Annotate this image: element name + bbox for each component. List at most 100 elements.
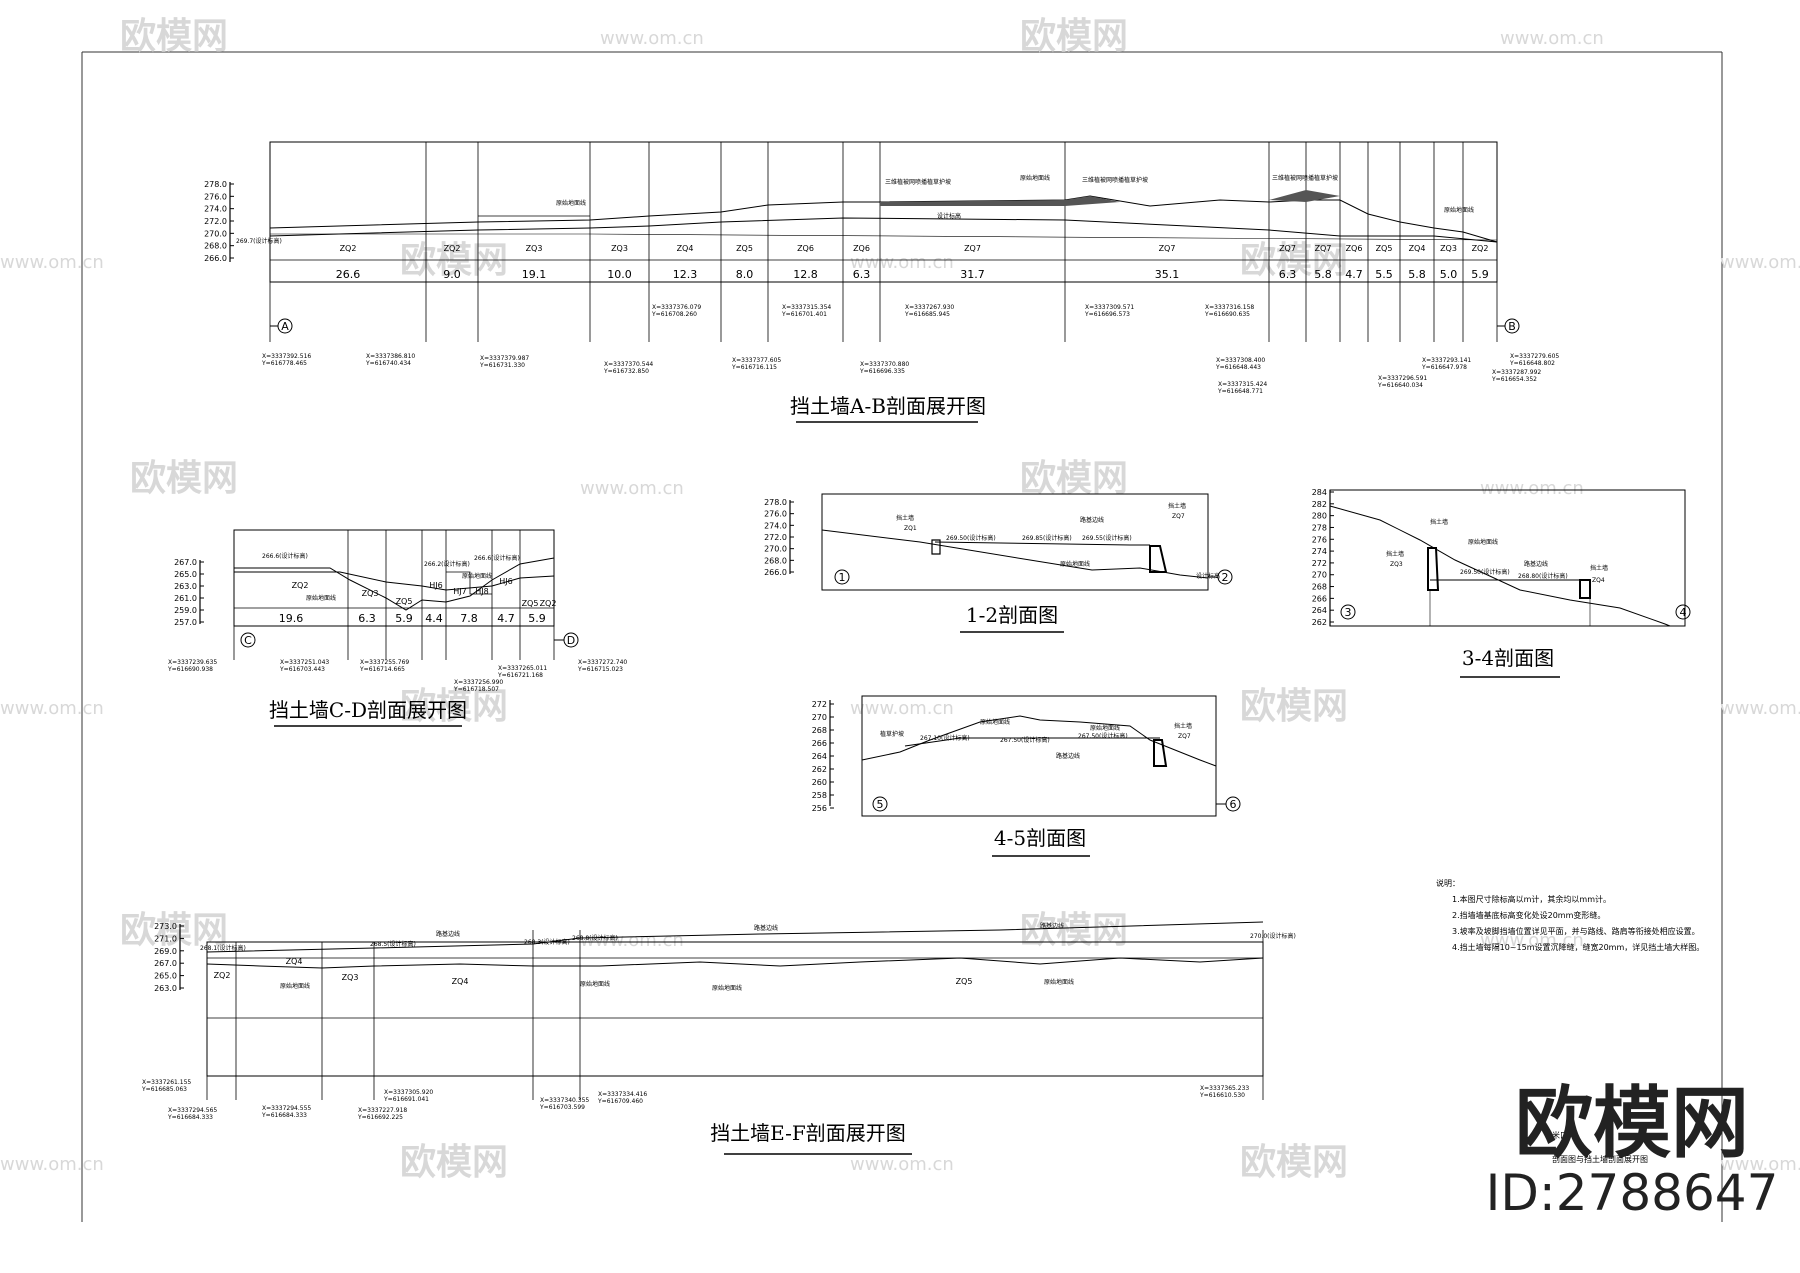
section-ab-left-elevation: 269.7(设计标高) [236,237,282,245]
y-tick-label: 284 [1312,488,1327,497]
annotation: 挡土墙 [1590,564,1608,572]
y-tick-label: 272.0 [764,533,787,542]
wall-code: ZQ4 [286,957,303,966]
annotation: ZQ1 [904,525,917,532]
watermark-url: www.om.cn [850,698,954,719]
annotation: 原始地面线 [1020,174,1050,182]
section-45-start-marker: 5 [877,798,884,811]
segment-length: 6.3 [853,268,871,281]
wall-code: ZQ5 [396,597,413,606]
wall-code: ZQ5 [1376,244,1393,253]
y-tick-label: 256 [812,804,827,813]
y-tick-label: 261.0 [174,594,197,603]
wall-code: HJ6 [429,581,442,590]
title-block: 米口 剖面图与挡土墙剖面展开图 [1552,1130,1648,1164]
annotation: 植草护坡 [880,730,904,738]
section-34-annotations: 挡土墙原始地面线挡土墙ZQ3269.50(设计标高)路基边线268.80(设计标… [1386,518,1608,584]
watermark-url: www.om.cn [850,1154,954,1175]
section-45-title: 4-5剖面图 [994,826,1086,850]
annotation: 原始地面线 [462,572,492,580]
section-12-annotations: 挡土墙ZQ1269.50(设计标高)269.85(设计标高)269.55(设计标… [896,502,1220,580]
watermark-url: www.om.cn [580,930,684,951]
y-tick-label: 270 [812,713,827,722]
y-tick-label: 266.0 [204,254,227,263]
annotation: 三维植被网喷播植草护坡 [885,178,951,186]
segment-length: 31.7 [960,268,985,281]
annotation: 挡土墙 [1386,550,1404,558]
watermark-brand: 欧模网 [400,686,508,727]
wall-code: ZQ2 [540,599,557,608]
annotation: 路基边线 [1040,922,1064,930]
watermark-brand: 欧模网 [1020,910,1128,951]
y-tick-label: 262 [1312,618,1327,627]
segment-length: 4.7 [497,612,515,625]
watermark-url: www.om.cn [1480,930,1584,951]
watermark-url: www.om.cn [1480,478,1584,499]
wall-code: ZQ6 [853,244,870,253]
annotation: 269.50(设计标高) [946,534,996,542]
y-tick-label: 262 [812,765,827,774]
y-tick-label: 257.0 [174,618,197,627]
wall-code: ZQ3 [342,973,359,982]
section-cd-start-marker: C [244,634,252,647]
segment-length: 19.1 [522,268,547,281]
y-tick-label: 278 [1312,523,1327,532]
annotation: 路基边线 [1524,560,1548,568]
annotation: 270.0(设计标高) [1250,932,1296,940]
title-block-line2: 剖面图与挡土墙剖面展开图 [1552,1154,1648,1164]
watermark-brand: 欧模网 [130,458,238,499]
annotation: 原始地面线 [1060,560,1090,568]
segment-length: 6.3 [358,612,376,625]
wall-code: ZQ4 [677,244,694,253]
y-tick-label: 269.0 [154,947,177,956]
section-34-start-marker: 3 [1345,606,1352,619]
segment-length: 5.9 [528,612,546,625]
wall-code: ZQ5 [736,244,753,253]
y-tick-label: 276 [1312,535,1327,544]
y-tick-label: 265.0 [154,972,177,981]
y-tick-label: 278.0 [204,180,227,189]
wall-code: ZQ3 [611,244,628,253]
segment-length: 5.8 [1408,268,1426,281]
annotation: 原始地面线 [980,718,1010,726]
annotation: 路基边线 [754,924,778,932]
y-tick-label: 272 [812,700,827,709]
section-34-title: 3-4剖面图 [1462,646,1554,670]
y-tick-label: 266 [812,739,827,748]
wall-code: ZQ2 [444,244,461,253]
annotation: 原始地面线 [1044,978,1074,986]
segment-length: 6.3 [1279,268,1297,281]
wall-code: ZQ3 [362,589,379,598]
y-tick-label: 271.0 [154,934,177,943]
segment-length: 4.4 [425,612,443,625]
brand-mark: 欧模网 ID:2788647 [1486,1079,1779,1222]
annotation: ZQ3 [1390,561,1403,568]
y-tick-label: 272.0 [204,217,227,226]
annotation: 266.2(设计标高) [424,560,470,568]
watermark-url: www.om.cn [850,252,954,273]
y-tick-label: 270.0 [204,229,227,238]
watermark-brand: 欧模网 [120,910,228,951]
section-12-end-marker: 2 [1222,571,1229,584]
y-tick-label: 270 [1312,571,1327,580]
annotation: ZQ4 [1592,577,1605,584]
